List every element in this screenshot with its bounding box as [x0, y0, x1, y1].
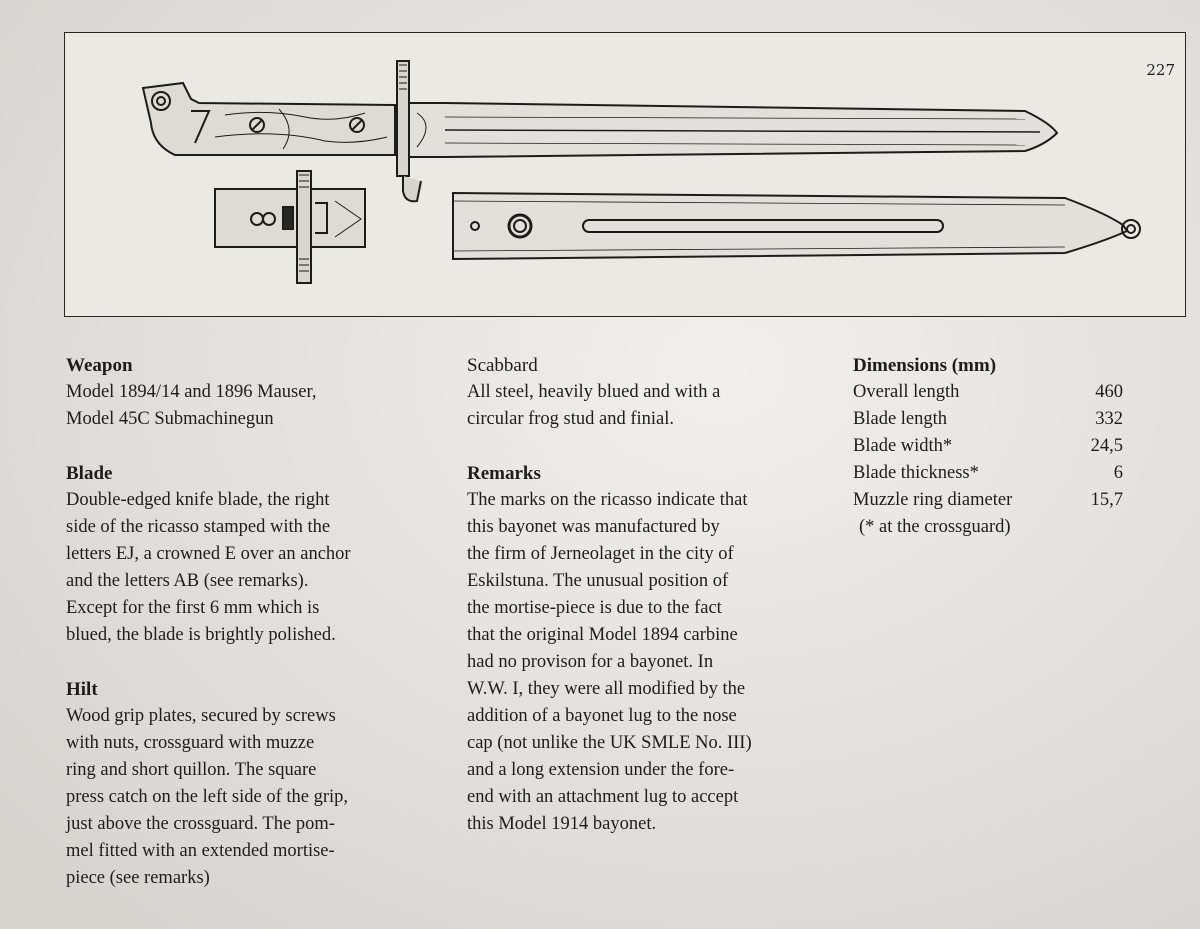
hilt-line: mel fitted with an extended mortise- [66, 841, 335, 861]
hilt-line: just above the crossguard. The pom- [66, 814, 335, 834]
bayonet-grip-drawing [141, 81, 396, 156]
hilt-line: with nuts, crossguard with muzze [66, 733, 315, 753]
right-column: Dimensions (mm) Overall length 460 Blade… [853, 352, 1123, 568]
dimensions-note: (* at the crossguard) [859, 517, 1011, 537]
weapon-line: Model 1894/14 and 1896 Mauser, [66, 382, 317, 402]
remarks-section: Remarks The marks on the ricasso indicat… [467, 460, 837, 838]
remarks-line: The marks on the ricasso indicate that [467, 490, 748, 510]
remarks-line: had no provison for a bayonet. In [467, 652, 714, 672]
dimensions-heading: Dimensions (mm) [853, 355, 997, 376]
dimension-row: Blade width* 24,5 [853, 433, 1123, 460]
remarks-line: that the original Model 1894 carbine [467, 625, 738, 645]
dimension-value: 332 [1095, 409, 1123, 429]
dimension-row: Overall length 460 [853, 379, 1123, 406]
dimension-row: Muzzle ring diameter 15,7 [853, 487, 1123, 514]
scabbard-line: All steel, heavily blued and with a [467, 382, 721, 402]
dimension-value: 6 [1113, 463, 1123, 483]
dimension-label: Overall length [853, 382, 960, 402]
remarks-line: addition of a bayonet lug to the nose [467, 706, 737, 726]
blade-line: Except for the first 6 mm which is [66, 598, 320, 618]
bayonet-illustration-frame: 227 [64, 32, 1186, 317]
remarks-heading: Remarks [467, 463, 541, 484]
dimension-value: 15,7 [1090, 490, 1123, 510]
dimension-label: Blade thickness* [853, 463, 979, 483]
scabbard-heading: Scabbard [467, 355, 538, 376]
middle-column: Scabbard All steel, heavily blued and wi… [467, 352, 837, 865]
bayonet-crossguard-drawing [396, 60, 422, 203]
left-column: Weapon Model 1894/14 and 1896 Mauser, Mo… [66, 352, 446, 919]
hilt-line: ring and short quillon. The square [66, 760, 317, 780]
mortise-detail-drawing [214, 170, 366, 284]
dimension-label: Blade length [853, 409, 948, 429]
blade-line: side of the ricasso stamped with the [66, 517, 331, 537]
dimension-value: 24,5 [1090, 436, 1123, 456]
dimension-label: Blade width* [853, 436, 953, 456]
remarks-line: cap (not unlike the UK SMLE No. III) [467, 733, 752, 753]
page-number: 227 [1146, 61, 1175, 79]
hilt-section: Hilt Wood grip plates, secured by screws… [66, 676, 446, 892]
remarks-line: this bayonet was manufactured by [467, 517, 720, 537]
weapon-heading: Weapon [66, 355, 133, 376]
bayonet-blade-drawing [408, 102, 1059, 158]
scabbard-line: circular frog stud and finial. [467, 409, 675, 429]
hilt-heading: Hilt [66, 679, 98, 700]
remarks-line: this Model 1914 bayonet. [467, 814, 657, 834]
hilt-line: Wood grip plates, secured by screws [66, 706, 336, 726]
bayonet-illustration [141, 60, 1141, 284]
hilt-line: piece (see remarks) [66, 868, 210, 888]
remarks-line: W.W. I, they were all modified by the [467, 679, 746, 699]
dimensions-section: Dimensions (mm) Overall length 460 Blade… [853, 352, 1123, 541]
dimension-row: Blade thickness* 6 [853, 460, 1123, 487]
scabbard-section: Scabbard All steel, heavily blued and wi… [467, 352, 837, 433]
remarks-line: the firm of Jerneolaget in the city of [467, 544, 734, 564]
remarks-line: and a long extension under the fore- [467, 760, 735, 780]
remarks-line: Eskilstuna. The unusual position of [467, 571, 729, 591]
blade-line: blued, the blade is brightly polished. [66, 625, 336, 645]
dimension-value: 460 [1095, 382, 1123, 402]
dimension-label: Muzzle ring diameter [853, 490, 1013, 510]
blade-line: and the letters AB (see remarks). [66, 571, 309, 591]
blade-section: Blade Double-edged knife blade, the righ… [66, 460, 446, 649]
dimension-row: Blade length 332 [853, 406, 1123, 433]
blade-line: letters EJ, a crowned E over an anchor [66, 544, 351, 564]
scabbard-drawing [452, 191, 1141, 261]
blade-line: Double-edged knife blade, the right [66, 490, 330, 510]
hilt-line: press catch on the left side of the grip… [66, 787, 349, 807]
remarks-line: the mortise-piece is due to the fact [467, 598, 722, 618]
remarks-line: end with an attachment lug to accept [467, 787, 739, 807]
weapon-section: Weapon Model 1894/14 and 1896 Mauser, Mo… [66, 352, 446, 433]
weapon-line: Model 45C Submachinegun [66, 409, 274, 429]
blade-heading: Blade [66, 463, 113, 484]
